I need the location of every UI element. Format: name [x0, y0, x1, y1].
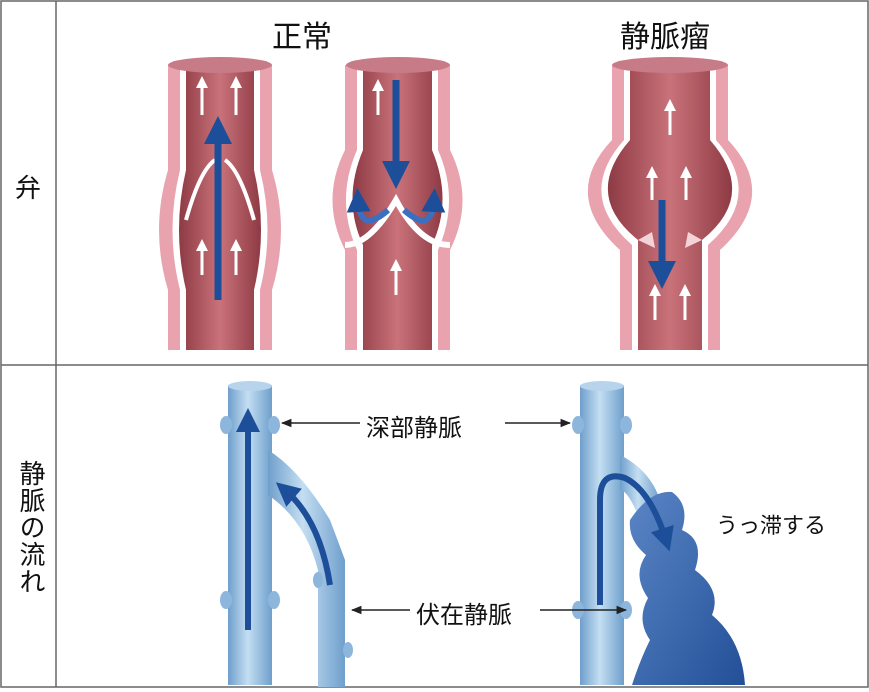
- deep-vein-label: 深部静脈: [362, 408, 466, 443]
- valve-row-label: 弁: [0, 168, 56, 205]
- varicose-title: 静脈瘤: [620, 12, 710, 56]
- flow-row-label: 静脈の流れ: [12, 460, 49, 595]
- normal-flow-veins: [220, 381, 353, 687]
- superficial-vein-label: 伏在静脈: [412, 595, 516, 630]
- normal-title: 正常: [272, 12, 332, 56]
- varicose-vein: [588, 57, 752, 350]
- normal-vein-closed-valve: [333, 57, 463, 350]
- stagnation-label: うっ滞する: [712, 508, 830, 540]
- normal-vein-open-valve: [159, 57, 281, 350]
